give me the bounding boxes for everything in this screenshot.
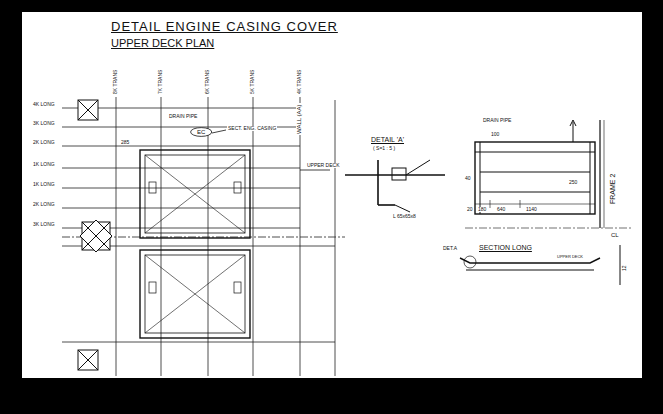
casing-openings [140,150,250,338]
frame-label: 4K TRANS [297,69,302,95]
frame-label: WALL (AA) [296,103,302,135]
drawing-label: UPPER DECK PLAN [110,38,215,49]
frame-label: 5K TRANS [250,69,255,95]
drawing-label: 20 [466,207,474,212]
plan-grid [62,97,345,376]
drawing-label: 285 [120,140,130,145]
drawing-label: 1140 [525,207,538,212]
drawing-label: CL [610,232,620,238]
drawing-label: 180 [477,207,487,212]
drawing-label: 3K LONG [32,222,56,227]
drawing-label: 2K LONG [32,140,56,145]
detail-a [345,160,445,212]
drawing-label: 2K LONG [32,202,56,207]
drawing-label: 1K LONG [32,182,56,187]
drawing-label: 640 [496,207,506,212]
drawing-label: DRAIN PIPE [168,114,198,119]
drawing-label: 1K LONG [32,162,56,167]
drawing-label: SECTION LONG [478,244,533,251]
drawing-label: 250 [568,180,578,185]
drawing-title: DETAIL ENGINE CASING COVER [110,20,339,33]
callout-text: EC [190,127,212,137]
frame-label: 6K TRANS [205,69,210,95]
hatch-squares [78,100,112,370]
sheet [22,12,642,378]
drawing-label: UPPER DECK [306,163,341,168]
drawing-label: 3K LONG [32,121,56,126]
drawing-label: 4K LONG [32,102,56,107]
section-long [460,245,620,285]
drawing-label: SECT. ENG. CASING [227,126,277,131]
drawing-label: UPPER DECK [556,255,584,259]
drawing-label: ( S=1 : 5 ) [372,146,396,151]
drawing-label: 40 [464,176,472,181]
frame-label: 7K TRANS [158,69,163,95]
drawing-label: L 65x65x8 [392,214,417,219]
callout-oval: EC [190,127,212,137]
frame-label: 8K TRANS [113,69,118,95]
section-casing [465,120,632,228]
frame-label: FRAME 2 [609,173,616,205]
drawing-label: DET.A [442,246,458,251]
drawing-label: DETAIL 'A' [370,136,405,143]
drawing-label: DRAIN PIPE [482,118,512,123]
drawing-label: 100 [490,132,500,137]
frame-label: 12 [622,264,627,272]
oval-shape [191,128,212,137]
